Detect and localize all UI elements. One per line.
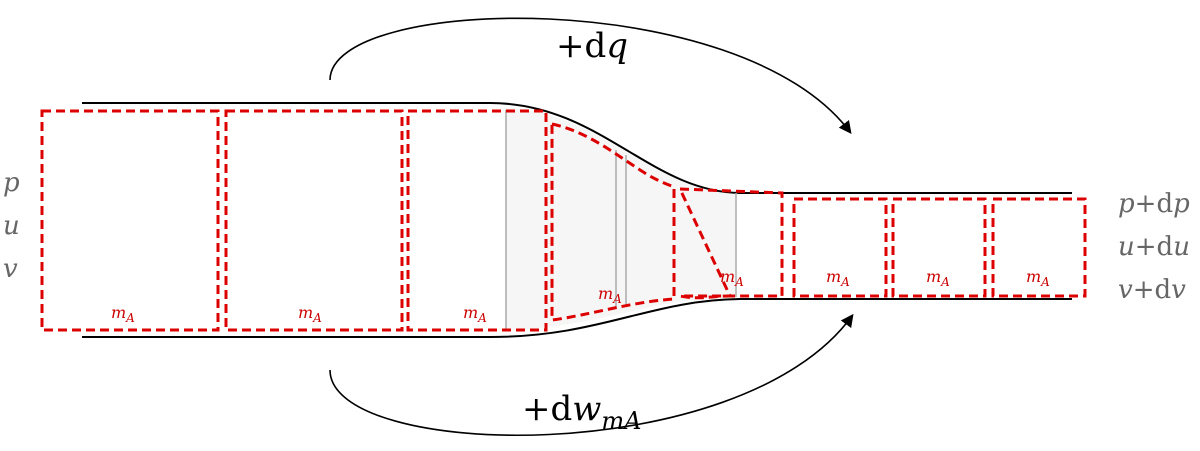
element-label: mA <box>463 303 487 325</box>
element-label: mA <box>598 284 622 306</box>
mass-element-8 <box>991 197 1087 298</box>
mass-element-4 <box>550 122 676 322</box>
converging-section-fill <box>505 108 735 330</box>
work-flux-label: +dwmA <box>522 389 641 435</box>
mass-element-6 <box>792 197 888 298</box>
element-label: mA <box>1026 267 1050 289</box>
element-label: mA <box>926 267 950 289</box>
inlet-state-p: p <box>3 168 20 198</box>
outlet-state-p: p+dp <box>1118 189 1190 219</box>
outlet-state-u: u+du <box>1118 232 1190 262</box>
heat-flux-label: +dq <box>556 26 628 66</box>
element-label: mA <box>298 303 322 325</box>
mass-element-1 <box>40 109 220 332</box>
heat-arrow <box>329 17 852 135</box>
outlet-state-v: v+dv <box>1118 275 1186 305</box>
element-label: mA <box>720 267 744 289</box>
inlet-state-v: v <box>3 254 18 284</box>
mass-element-2 <box>224 109 404 332</box>
inlet-state-u: u <box>3 211 20 241</box>
mass-element-5 <box>677 187 784 300</box>
pipe-bottom-wall <box>82 298 1072 338</box>
mass-element-3 <box>406 109 548 332</box>
element-label: mA <box>826 267 850 289</box>
element-label: mA <box>111 303 135 325</box>
work-arrow <box>329 313 854 437</box>
mass-element-7 <box>891 197 987 298</box>
